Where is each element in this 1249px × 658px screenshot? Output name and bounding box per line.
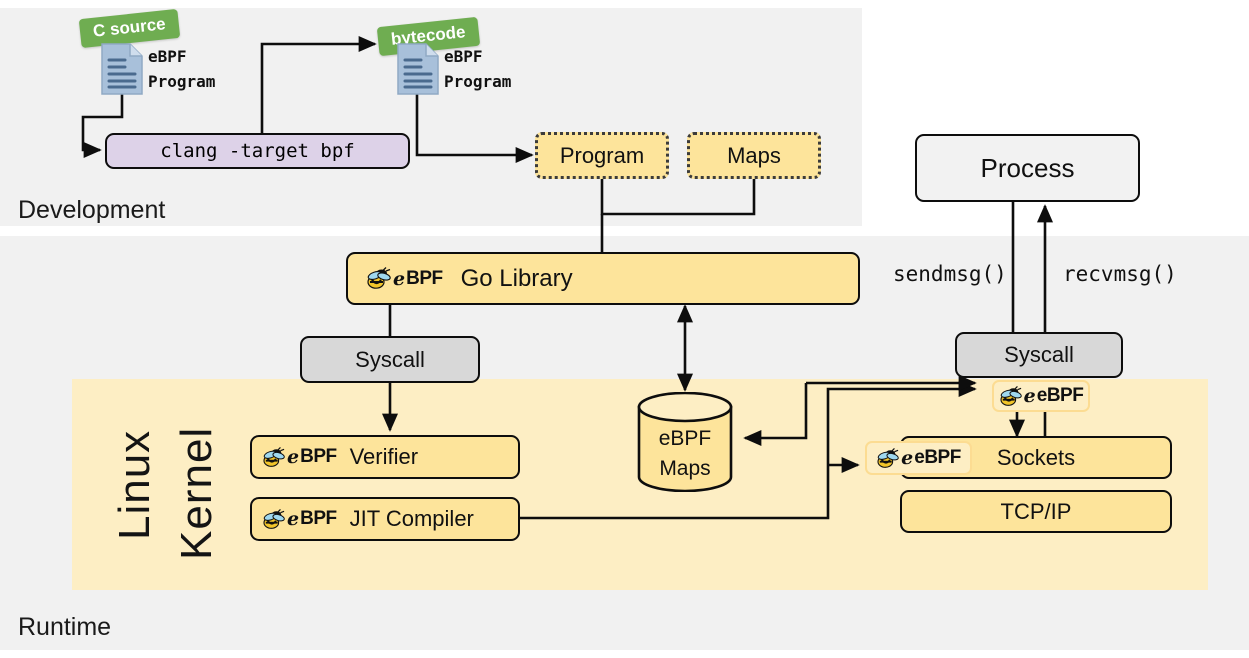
process-label: Process [980,152,1075,183]
process-box[interactable]: Process [915,134,1140,202]
ebpf-logo-e: e [393,267,406,290]
ebpf-maps-line2: Maps [659,457,711,480]
artifact-maps-label: Maps [727,142,781,168]
sockets-label: Sockets [996,444,1076,470]
ebpf-logo-bpf: BPF [406,267,443,289]
ebpf-logo-bpf: BPF [300,508,337,529]
artifact-program[interactable]: Program [535,132,669,179]
ebpf-logo-e: e [287,508,300,530]
hook-label: eBPF [1036,385,1084,406]
ebpf-maps-store[interactable]: eBPF Maps [637,391,733,493]
syscall-left-box[interactable]: Syscall [300,336,480,383]
hook-label: eBPF [914,447,961,468]
syscall-right-box[interactable]: Syscall [955,332,1123,378]
syscall-left-label: Syscall [355,346,425,372]
artifact-program-label: Program [559,142,645,168]
bytecode-doc-line2: Program [444,72,512,91]
ebpf-logo-e: e [901,447,914,469]
ebpf-logo-e: e [1023,385,1036,407]
bytecode-document-label: eBPF Program [444,44,511,94]
go-library-label: Go Library [460,264,573,292]
source-doc-line2: Program [148,72,216,91]
artifact-maps[interactable]: Maps [687,132,821,179]
ebpf-maps-line1: eBPF [658,427,712,450]
source-document-icon [100,42,144,101]
ebpf-logo-e: e [287,446,300,468]
bytecode-doc-line1: eBPF [444,47,483,66]
tcp-ip-label: TCP/IP [1000,498,1072,524]
tcp-ip-box[interactable]: TCP/IP [900,490,1172,533]
sendmsg-label: sendmsg() [893,262,1007,286]
source-doc-line1: eBPF [148,47,187,66]
kernel-label-linux: Linux [110,429,159,540]
bytecode-document-icon [396,42,440,101]
clang-command-label: clang -target bpf [160,140,355,162]
jit-compiler-label: JIT Compiler [349,506,474,531]
clang-command-box[interactable]: clang -target bpf [105,133,410,169]
runtime-section-label: Runtime [18,613,112,641]
ebpf-logo-bpf: BPF [300,446,337,467]
syscall-right-label: Syscall [1004,342,1074,367]
kernel-label-kernel: Kernel [172,426,221,560]
development-section-label: Development [18,196,166,224]
recvmsg-label: recvmsg() [1063,262,1177,286]
verifier-label: Verifier [349,444,419,469]
source-document-label: eBPF Program [148,44,215,94]
